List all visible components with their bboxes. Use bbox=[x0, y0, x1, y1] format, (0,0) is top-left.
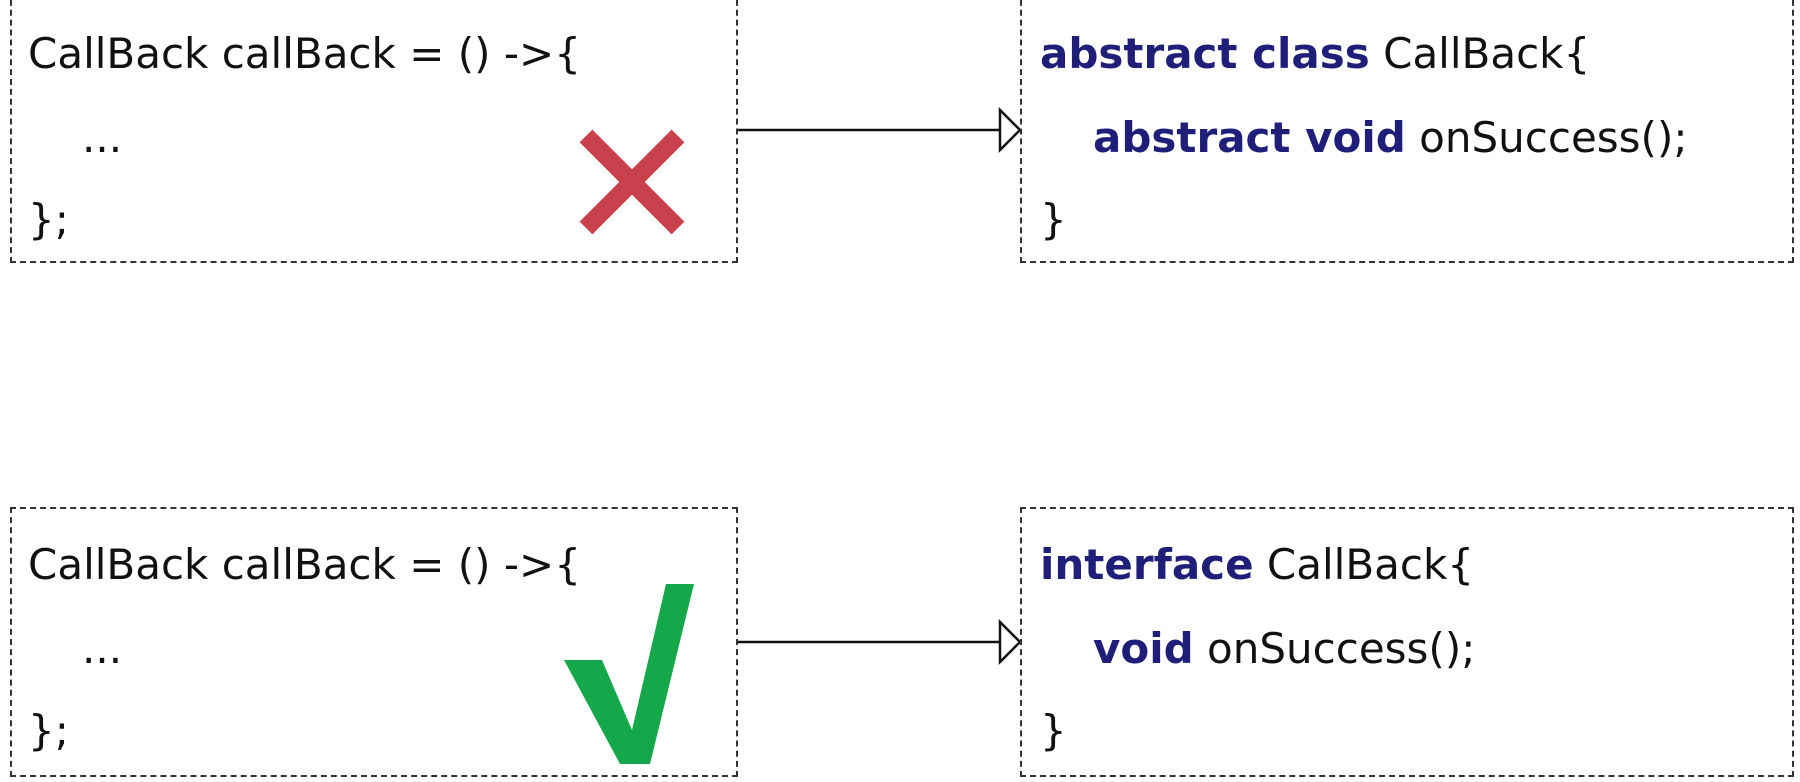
lambda-line-2: ... bbox=[82, 113, 123, 162]
abstract-class-line-1: abstract class CallBack{ bbox=[1040, 33, 1590, 75]
abstract-class-line-3: } bbox=[1040, 195, 1067, 244]
interface-box bbox=[1020, 507, 1794, 777]
implementation-arrow-bottom bbox=[738, 618, 1020, 666]
code-text: CallBack{ bbox=[1253, 540, 1475, 589]
interface-line-1: interface CallBack{ bbox=[1040, 544, 1474, 586]
lambda-line-2: ... bbox=[82, 624, 123, 673]
keyword: abstract class bbox=[1040, 29, 1370, 78]
lambda-line-3: }; bbox=[28, 195, 69, 244]
interface-line-3: } bbox=[1040, 706, 1067, 755]
cross-icon bbox=[579, 129, 685, 235]
interface-line-2: void onSuccess(); bbox=[1093, 628, 1475, 670]
keyword: abstract void bbox=[1093, 113, 1406, 162]
keyword: void bbox=[1093, 624, 1194, 673]
code-text: onSuccess(); bbox=[1405, 113, 1688, 162]
inheritance-arrow-top bbox=[738, 106, 1020, 154]
abstract-class-box bbox=[1020, 0, 1794, 263]
check-icon bbox=[564, 584, 694, 764]
lambda-code-box-bottom bbox=[10, 507, 738, 777]
lambda-code-box-top bbox=[10, 0, 738, 263]
lambda-line-3: }; bbox=[28, 706, 69, 755]
keyword: interface bbox=[1040, 540, 1254, 589]
abstract-class-line-2: abstract void onSuccess(); bbox=[1093, 117, 1687, 159]
lambda-line-1: CallBack callBack = () ->{ bbox=[28, 29, 581, 78]
lambda-line-1: CallBack callBack = () ->{ bbox=[28, 540, 581, 589]
code-text: onSuccess(); bbox=[1193, 624, 1476, 673]
code-text: CallBack{ bbox=[1369, 29, 1591, 78]
